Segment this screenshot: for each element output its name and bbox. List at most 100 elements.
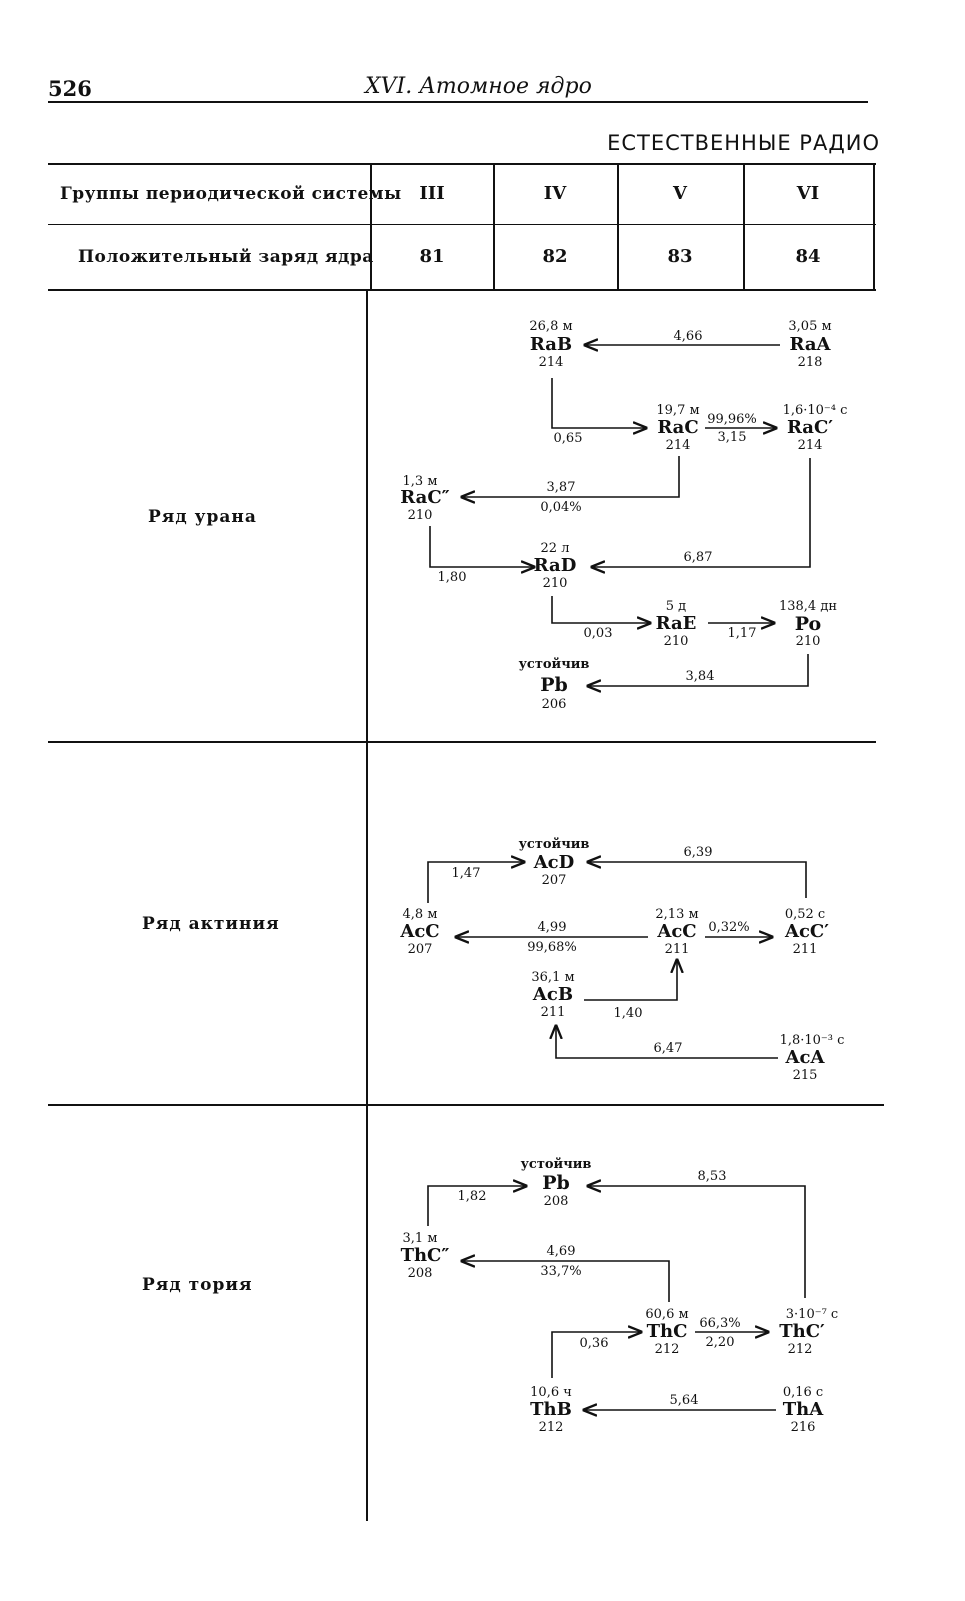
- nuclide-rac1-symbol: RaC′: [787, 417, 833, 438]
- nuclide-acc1-mass: 211: [793, 942, 818, 957]
- running-title: XVI. Атомное ядро: [365, 74, 592, 99]
- nuclide-thc2-mass: 208: [408, 1266, 433, 1281]
- nuclide-acc-symbol: AcC: [656, 921, 696, 942]
- energy-thb-thc: 0,36: [580, 1336, 609, 1351]
- nuclide-raa-mass: 218: [798, 355, 823, 370]
- energy-rae-po: 1,17: [728, 626, 757, 641]
- arrow-acc1-acd: [588, 862, 807, 898]
- header-rule: [48, 101, 868, 103]
- energy-rac1-rad: 6,87: [684, 550, 713, 565]
- col-sep-1: [370, 165, 372, 289]
- nuclide-pb206-symbol: Pb: [540, 674, 568, 696]
- arrow-po-pb206: [588, 654, 809, 686]
- arrow-thb-thc: [551, 1332, 641, 1378]
- arrow-thc2-pb208: [427, 1186, 526, 1226]
- uranium-decay-chain: 26,8 м RaB 214 3,05 м RaA 218 4,66 19,7 …: [400, 319, 847, 712]
- nuclide-aca-halflife: 1,8·10⁻³ с: [780, 1033, 845, 1048]
- pct-acc-acc2: 99,68%: [527, 940, 577, 955]
- nuclide-tha-halflife: 0,16 с: [783, 1385, 823, 1400]
- charge-82: 82: [542, 246, 568, 267]
- nuclide-rab-halflife: 26,8 м: [529, 319, 572, 334]
- arrow-rad-rae: [551, 596, 650, 623]
- charge-label: Положительный заряд ядра: [78, 247, 374, 267]
- energy-thc2-pb208: 1,82: [458, 1189, 487, 1204]
- nuclide-acb-mass: 211: [541, 1005, 566, 1020]
- nuclide-pb206-halflife: устойчив: [519, 657, 590, 672]
- thorium-decay-chain: устойчив Pb 208 3,1 м ThC″ 208 60,6 м Th…: [401, 1157, 839, 1435]
- nuclide-po-halflife: 138,4 дн: [779, 599, 837, 614]
- energy-acb-acc: 1,40: [614, 1006, 643, 1021]
- page-number: 526: [48, 76, 92, 101]
- nuclide-thc1-symbol: ThC′: [779, 1321, 825, 1342]
- col-sep-2: [493, 165, 495, 289]
- header-bottom-rule: [48, 289, 876, 291]
- nuclide-rac2-halflife: 1,3 м: [403, 474, 438, 489]
- energy-thc-thc1: 2,20: [706, 1335, 735, 1350]
- nuclide-tha-mass: 216: [791, 1420, 816, 1435]
- arrow-aca-acb: [556, 1026, 778, 1059]
- nuclide-acc-mass: 211: [665, 942, 690, 957]
- nuclide-rad-symbol: RaD: [534, 555, 577, 576]
- energy-aca-acb: 6,47: [654, 1041, 683, 1056]
- nuclide-aca-mass: 215: [793, 1068, 818, 1083]
- nuclide-acd-mass: 207: [542, 873, 567, 888]
- arrow-thc1-pb208: [588, 1186, 806, 1298]
- nuclide-rae-mass: 210: [664, 634, 689, 649]
- row-rule-1: [48, 741, 876, 743]
- nuclide-acc1-halflife: 0,52 с: [785, 907, 825, 922]
- nuclide-thb-symbol: ThB: [530, 1399, 572, 1420]
- nuclide-thc-mass: 212: [655, 1342, 680, 1357]
- pct-thc-thc1: 66,3%: [699, 1316, 740, 1331]
- nuclide-rac1-mass: 214: [798, 438, 823, 453]
- energy-rab-rac: 0,65: [554, 431, 583, 446]
- nuclide-thb-halflife: 10,6 ч: [530, 1385, 572, 1400]
- nuclide-pb208-mass: 208: [544, 1194, 569, 1209]
- nuclide-acc2-halflife: 4,8 м: [403, 907, 438, 922]
- energy-thc-thc2: 4,69: [547, 1244, 576, 1259]
- nuclide-rab-symbol: RaB: [530, 334, 572, 355]
- table-top-rule: [48, 163, 876, 165]
- pct-rac-rac2: 0,04%: [540, 500, 581, 515]
- nuclide-pb206-mass: 206: [542, 697, 567, 712]
- nuclide-po-mass: 210: [796, 634, 821, 649]
- group-iii: III: [419, 183, 445, 204]
- arrow-rac2-rad: [429, 526, 534, 567]
- energy-raa-rab: 4,66: [674, 329, 703, 344]
- nuclide-pb208-symbol: Pb: [542, 1172, 570, 1194]
- energy-rac-rac1: 3,15: [718, 430, 747, 445]
- pct-thc-thc2: 33,7%: [540, 1264, 581, 1279]
- nuclide-thc2-halflife: 3,1 м: [403, 1231, 438, 1246]
- series-label-actinium: Ряд актиния: [142, 914, 280, 934]
- charge-84: 84: [795, 246, 821, 267]
- nuclide-aca-symbol: AcA: [785, 1047, 826, 1068]
- energy-acc1-acd: 6,39: [684, 845, 713, 860]
- nuclide-rae-symbol: RaE: [656, 613, 697, 634]
- col-sep-3: [617, 165, 619, 289]
- nuclide-rab-mass: 214: [539, 355, 564, 370]
- charge-83: 83: [667, 246, 693, 267]
- nuclide-acd-symbol: AcD: [533, 852, 575, 873]
- nuclide-raa-symbol: RaA: [789, 334, 831, 355]
- energy-thc1-pb208: 8,53: [698, 1169, 727, 1184]
- nuclide-thc-symbol: ThC: [647, 1321, 688, 1342]
- energy-tha-thb: 5,64: [670, 1393, 699, 1408]
- nuclide-rad-mass: 210: [543, 576, 568, 591]
- nuclide-rac-halflife: 19,7 м: [656, 403, 699, 418]
- energy-acc2-acd: 1,47: [452, 866, 481, 881]
- nuclide-rac1-halflife: 1,6·10⁻⁴ с: [783, 403, 848, 418]
- nuclide-acb-symbol: AcB: [532, 984, 573, 1005]
- group-iv: IV: [543, 183, 567, 204]
- nuclide-rac-symbol: RaC: [657, 417, 698, 438]
- arrow-acc2-acd: [427, 862, 524, 903]
- charge-81: 81: [419, 246, 445, 267]
- group-v: V: [673, 183, 687, 204]
- nuclide-rac2-mass: 210: [408, 508, 433, 523]
- group-vi: VI: [796, 183, 820, 204]
- nuclide-acd-halflife: устойчив: [519, 837, 590, 852]
- pct-acc-acc1: 0,32%: [708, 920, 749, 935]
- energy-acc-acc2: 4,99: [538, 920, 567, 935]
- energy-po-pb206: 3,84: [686, 669, 715, 684]
- col-sep-4: [743, 165, 745, 289]
- nuclide-acc2-symbol: AcC: [399, 921, 439, 942]
